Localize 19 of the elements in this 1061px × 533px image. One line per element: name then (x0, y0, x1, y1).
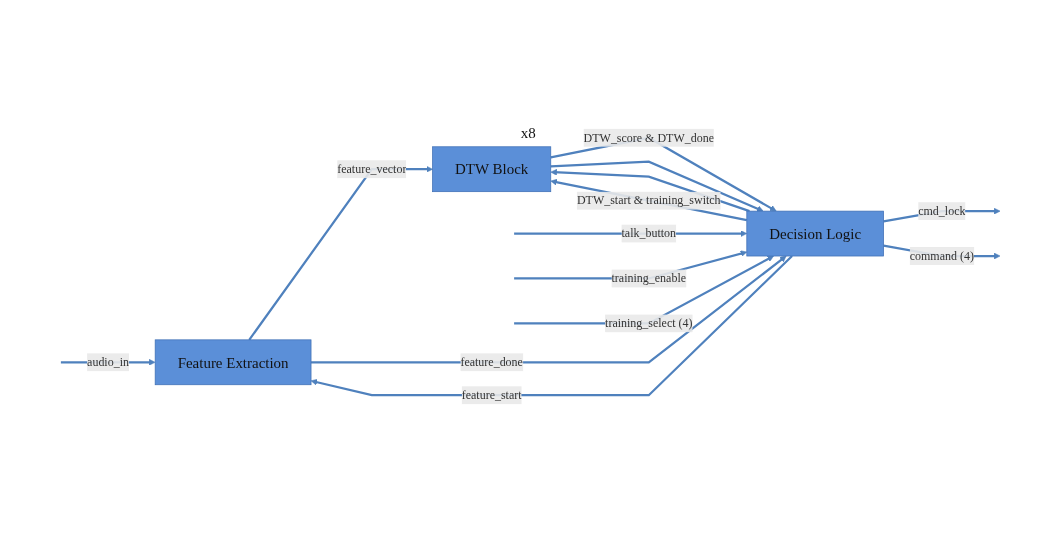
node-box: Decision Logic (746, 210, 884, 257)
edge-label: feature_done (460, 355, 523, 369)
node-box: Feature Extraction (154, 339, 312, 386)
arrow (550, 160, 764, 212)
arrow (550, 179, 747, 222)
edge-label: feature_start (461, 388, 522, 402)
arrow (311, 255, 787, 364)
edge-label: DTW_start & training_switch (576, 193, 721, 207)
arrow (514, 255, 774, 325)
edge-label: feature_vector (337, 162, 407, 176)
edge-label: command (4) (909, 249, 974, 263)
edge-label: DTW_score & DTW_done (583, 131, 714, 144)
edge-label: cmd_lock (918, 204, 966, 218)
edge-label: audio_in (87, 355, 129, 369)
arrow (310, 255, 793, 397)
edge-label: talk_button (621, 226, 677, 240)
edge-label: training_select (4) (605, 316, 693, 330)
edge-label: training_enable (611, 271, 687, 285)
node-box: DTW Block (432, 146, 552, 193)
